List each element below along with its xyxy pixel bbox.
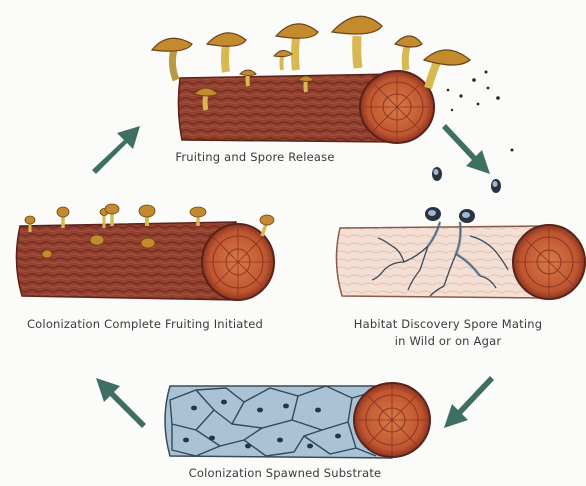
caption-fruiting: Fruiting and Spore Release [140,150,370,164]
mushroom-icon [424,50,470,88]
mushroom-icon [207,33,246,72]
mushroom-icon [152,38,192,80]
caption-habitat-line1: Habitat Discovery Spore Mating [318,317,578,331]
mushroom-icon [395,36,422,70]
colonized-log-icon [16,204,274,300]
spawned-log-icon [165,383,430,458]
cycle-arrow-icon [92,126,140,174]
fruiting-log-icon [152,16,470,143]
caption-colonization-complete: Colonization Complete Fruiting Initiated [10,317,280,331]
caption-spawned: Colonization Spawned Substrate [150,466,420,480]
caption-habitat-line2: in Wild or on Agar [318,334,578,348]
mushroom-icon [332,16,382,68]
mycelium-log-icon [336,207,585,299]
cycle-arrow-icon [444,376,494,428]
cycle-arrow-icon [442,124,490,174]
cycle-arrow-icon [96,378,146,428]
spore-icon [432,167,501,193]
mushroom-icon [274,50,292,70]
